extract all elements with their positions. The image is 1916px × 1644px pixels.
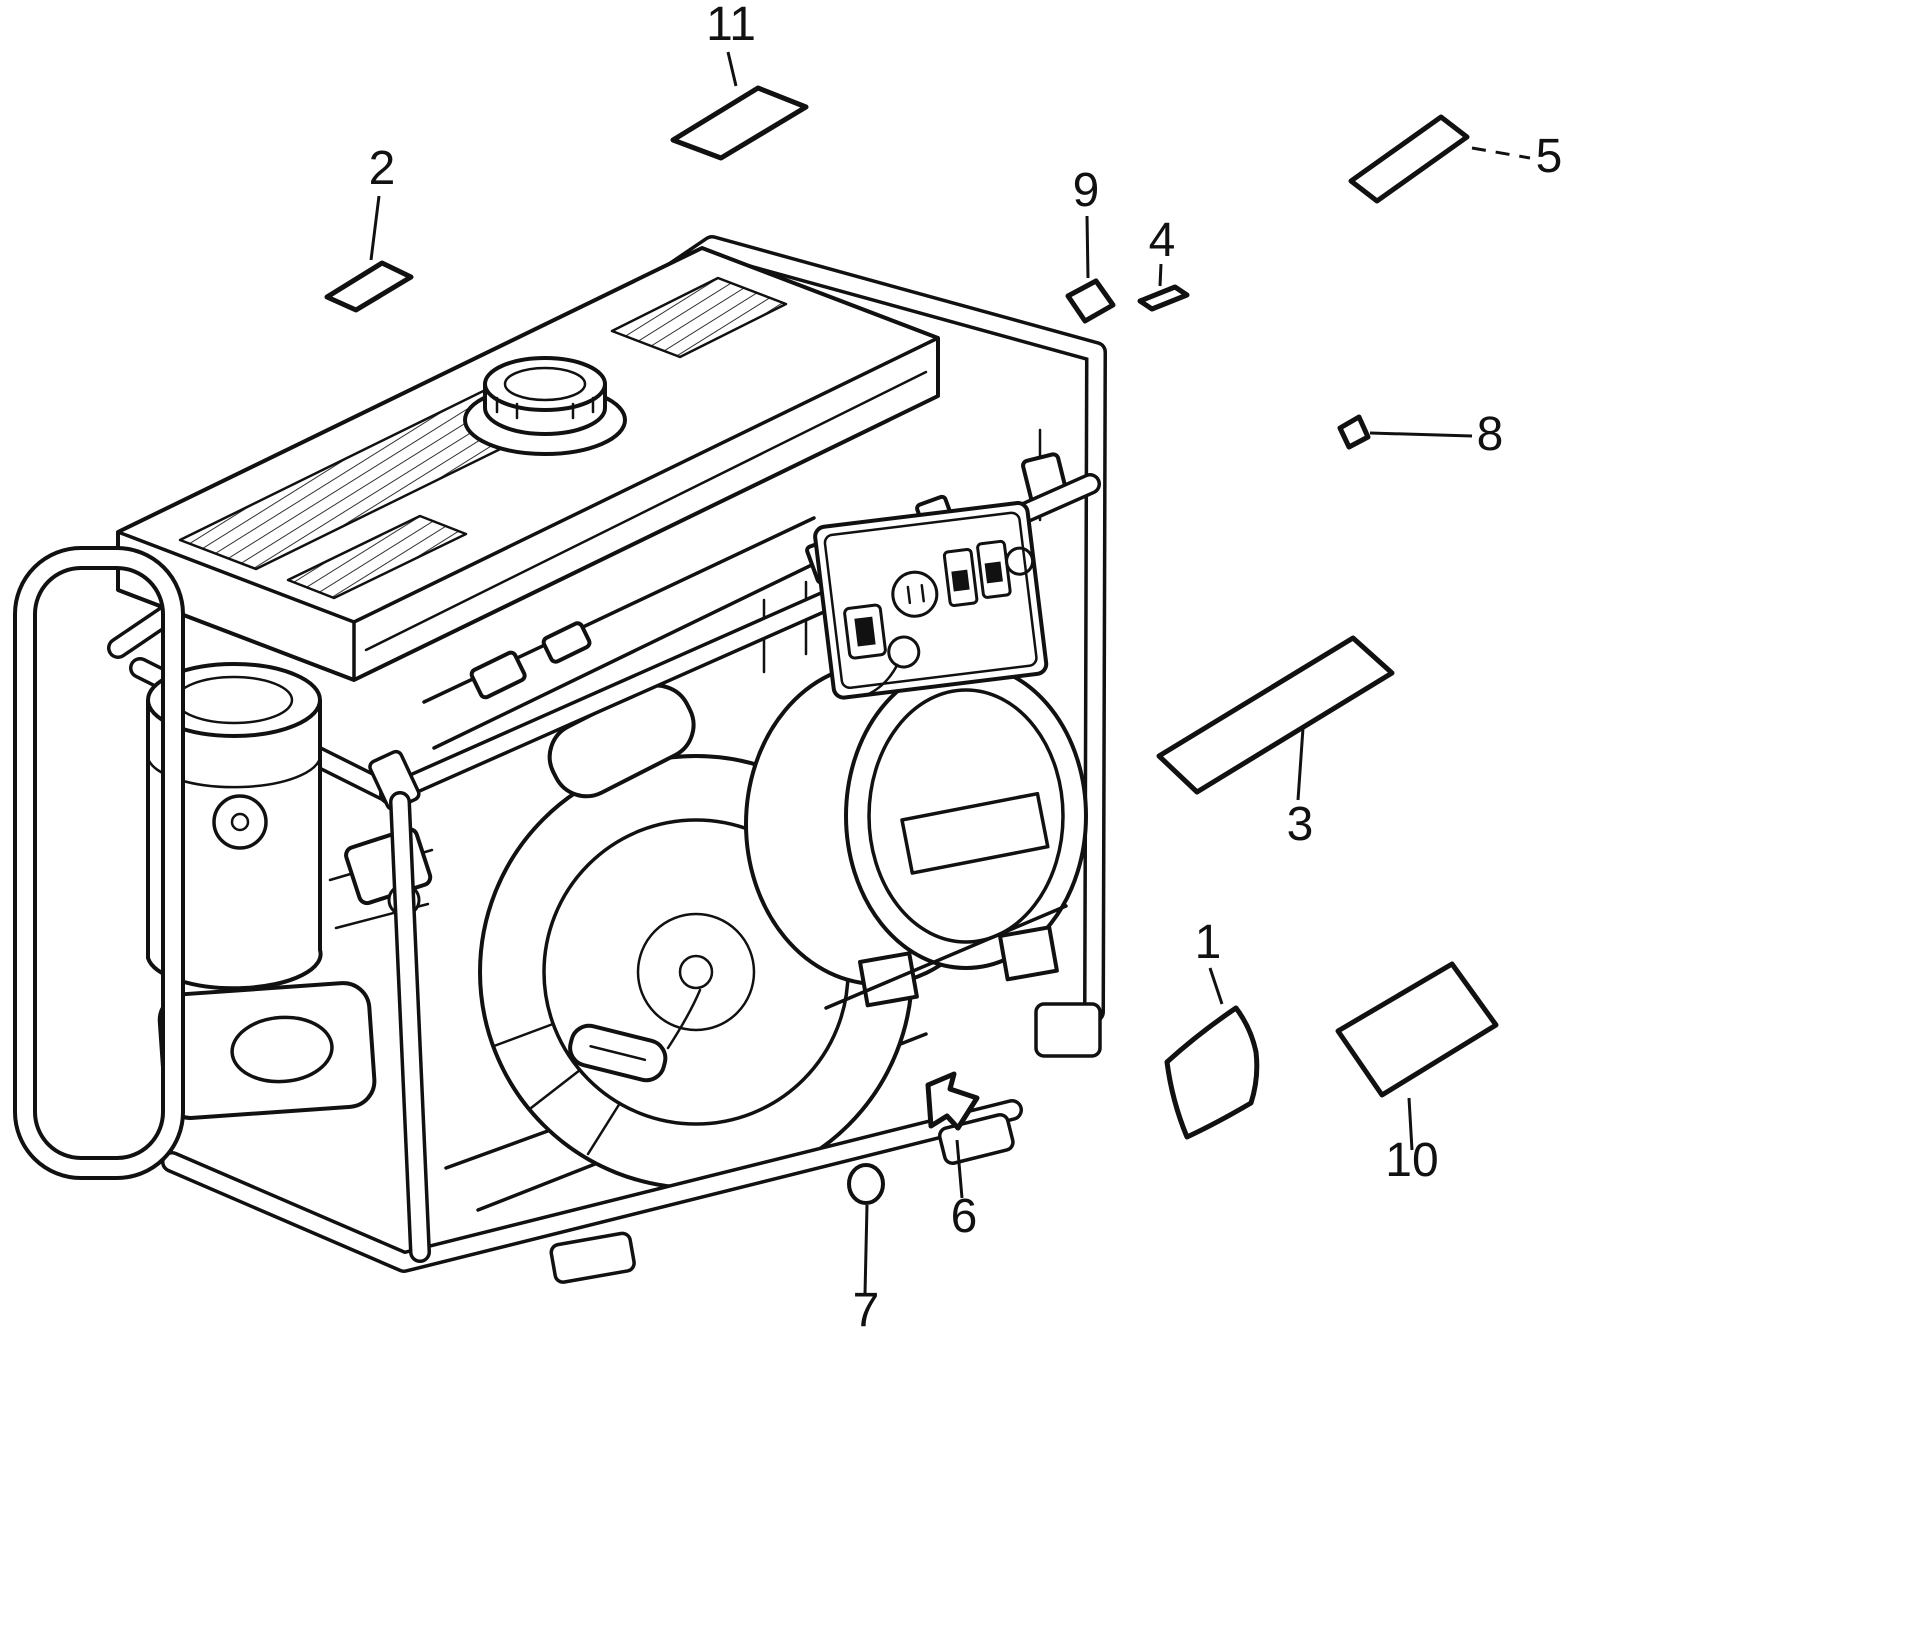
callout-number-1: 1 xyxy=(1195,916,1222,969)
starter-grip xyxy=(568,1023,668,1083)
air-cleaner-canister xyxy=(146,662,323,991)
front-vertical-tube xyxy=(389,791,431,1263)
panel-switch xyxy=(942,548,979,607)
leader-line-2 xyxy=(369,195,381,261)
generator-illustration xyxy=(13,235,1107,1284)
callout-number-8: 8 xyxy=(1477,408,1504,461)
alternator-housing xyxy=(744,662,1088,1010)
leader-line-6 xyxy=(955,1139,964,1199)
callout-number-6: 6 xyxy=(951,1190,978,1243)
muffler xyxy=(157,981,377,1120)
part-11-decal xyxy=(670,85,809,161)
leader-line-7 xyxy=(863,1204,869,1295)
control-panel xyxy=(813,501,1049,700)
leader-line-1 xyxy=(1208,967,1224,1005)
frame-foot-right xyxy=(1034,1002,1102,1058)
part-4-decal xyxy=(1137,284,1190,312)
callout-number-11: 11 xyxy=(706,0,756,51)
circuit-breaker xyxy=(843,603,887,660)
ac-receptacle xyxy=(891,570,939,618)
leader-line-8 xyxy=(1369,431,1473,438)
part-3-decal xyxy=(1156,635,1395,795)
part-9-decal xyxy=(1065,278,1116,324)
pilot-lamp xyxy=(1005,546,1035,576)
callout-number-5: 5 xyxy=(1536,130,1563,183)
leader-line-11 xyxy=(726,51,738,87)
carburetor-linkage xyxy=(328,827,434,930)
callout-number-4: 4 xyxy=(1149,214,1176,267)
leader-line-3 xyxy=(1296,727,1305,801)
leader-line-5 xyxy=(1471,146,1531,160)
leader-line-10 xyxy=(1407,1097,1414,1151)
leader-line-4 xyxy=(1158,263,1163,287)
part-1-decal xyxy=(1164,1005,1260,1140)
base-frame xyxy=(161,1099,1023,1284)
part-8-decal xyxy=(1337,414,1371,450)
callouts: 11 2 9 4 5 8 3 1 10 xyxy=(324,0,1563,1337)
part-2-decal xyxy=(324,260,414,313)
fuel-tank xyxy=(116,246,940,682)
carry-frame-loop xyxy=(13,546,185,1180)
callout-number-9: 9 xyxy=(1073,164,1100,217)
part-7-grommet xyxy=(847,1163,885,1205)
fuel-cap xyxy=(463,356,627,456)
tank-vent-panel xyxy=(286,514,468,600)
part-6-arrow-marker xyxy=(925,1071,980,1131)
part-10-decal xyxy=(1335,961,1499,1098)
leader-line-9 xyxy=(1085,215,1090,279)
callout-number-7: 7 xyxy=(853,1284,880,1337)
part-5-decal xyxy=(1348,114,1470,204)
tank-vent-panel xyxy=(610,276,788,359)
ground-terminal xyxy=(887,635,921,669)
callout-number-10: 10 xyxy=(1385,1134,1438,1187)
callout-number-3: 3 xyxy=(1287,798,1314,851)
callout-number-2: 2 xyxy=(369,142,396,195)
